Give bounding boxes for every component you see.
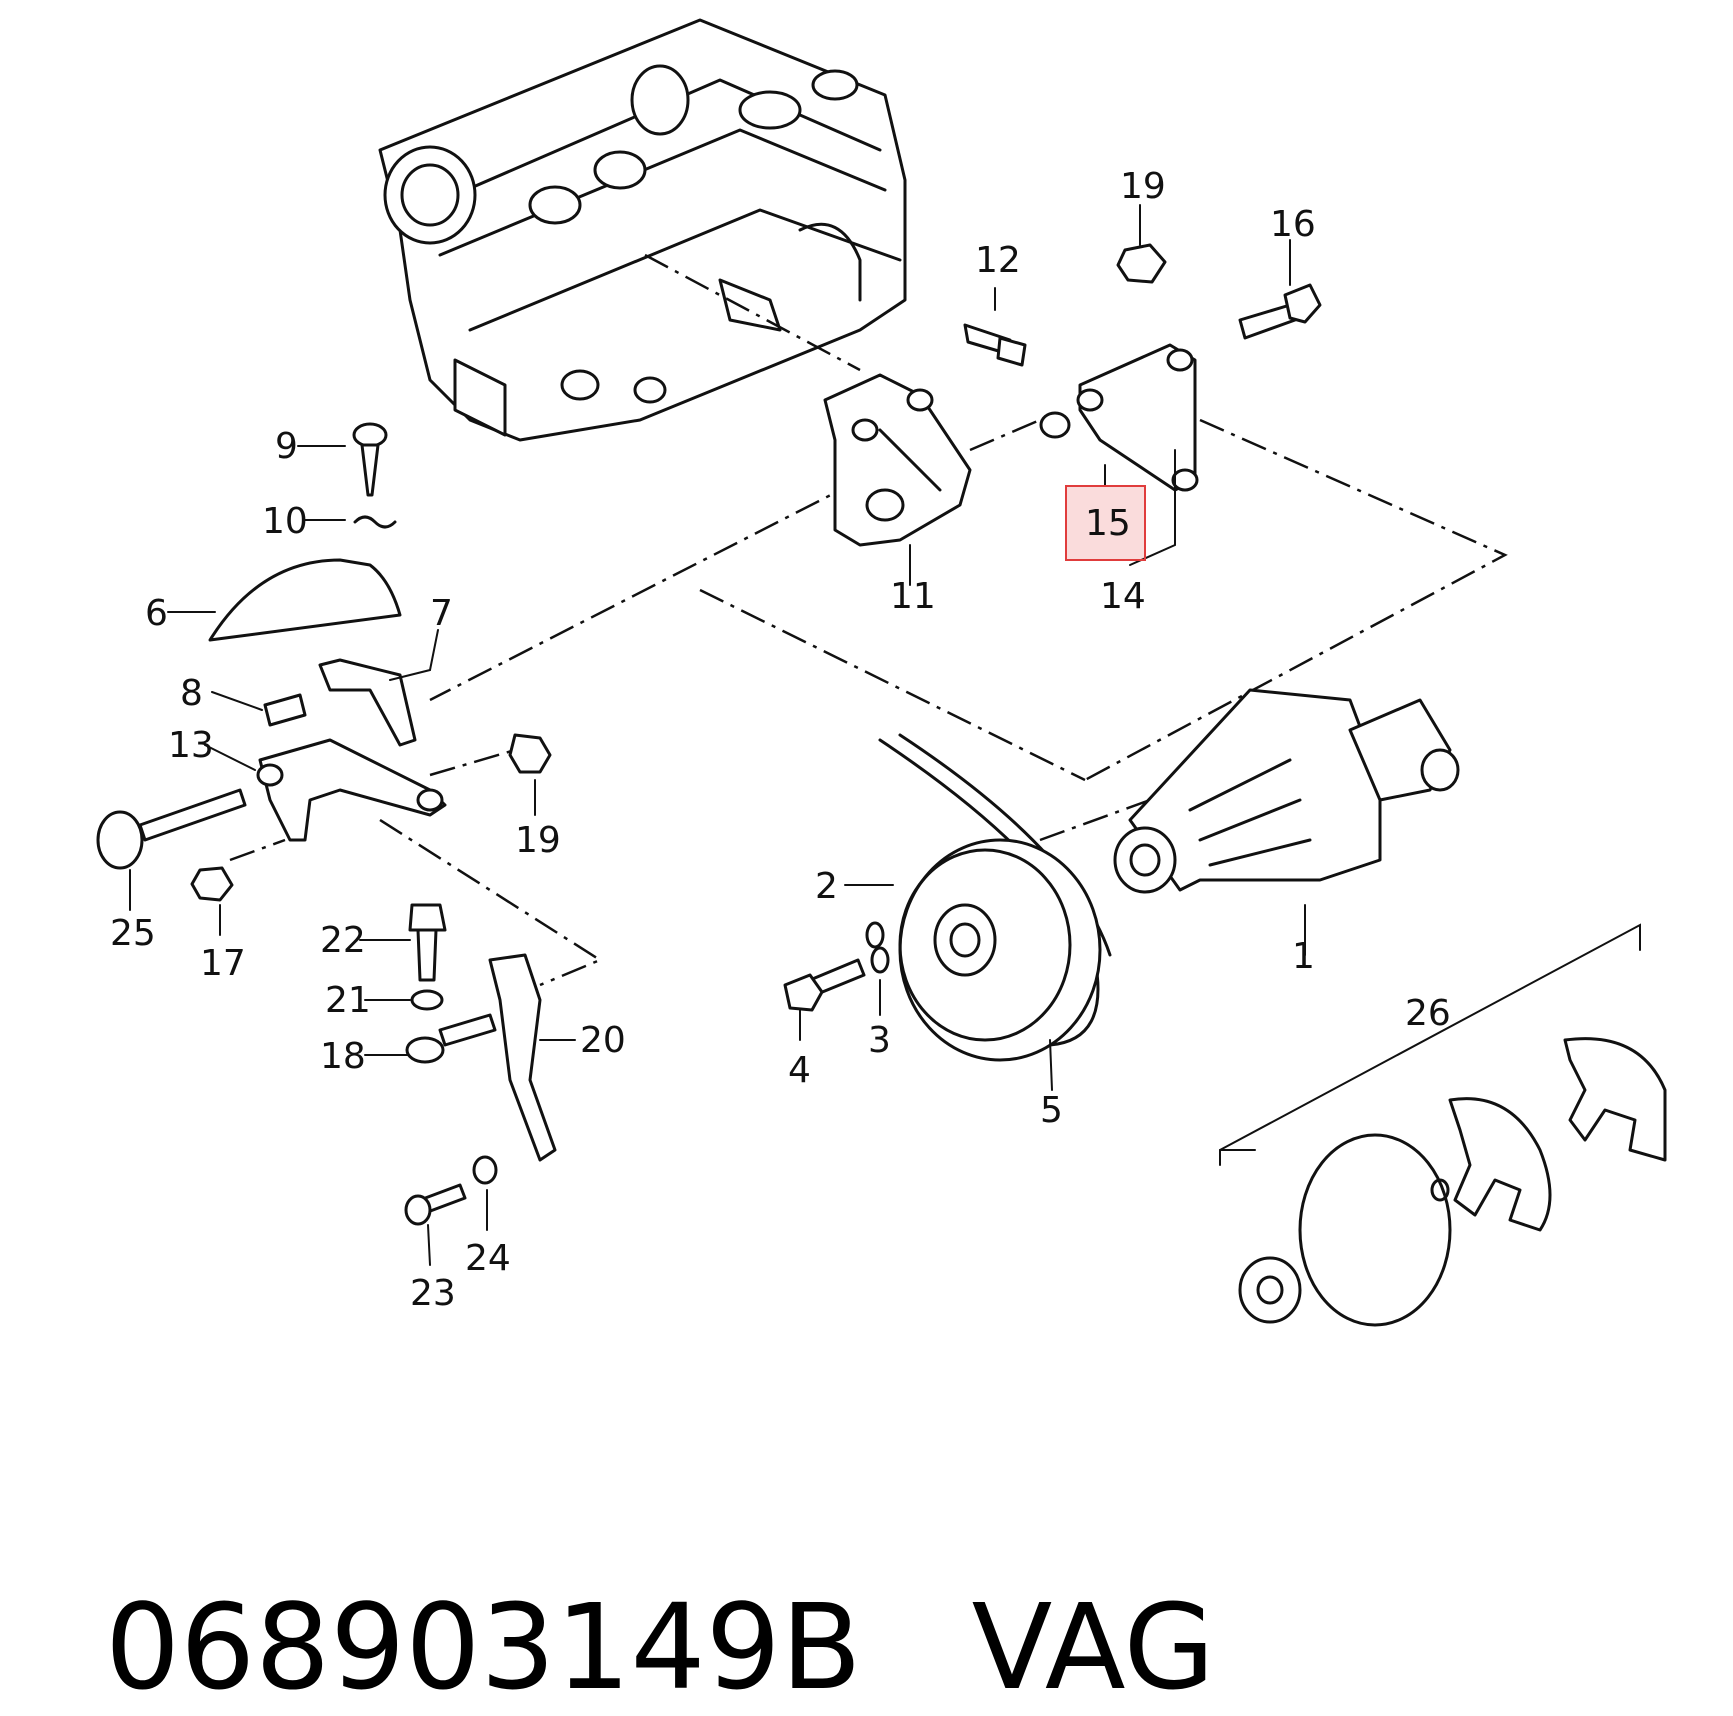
callout-2: 2 [815, 866, 838, 907]
bracket-part-13 [256, 738, 447, 842]
part-number: 068903149B [105, 1578, 862, 1716]
nut-part-17 [190, 866, 234, 902]
callout-leaders [129, 204, 1306, 1266]
callout-24: 24 [465, 1238, 511, 1279]
spacer-part-15 [1039, 411, 1071, 439]
washer-part-21 [410, 989, 444, 1011]
callout-26: 26 [1405, 993, 1451, 1034]
callout-3: 3 [868, 1020, 891, 1061]
callout-13: 13 [168, 725, 214, 766]
bracket-part-14 [1076, 343, 1199, 492]
bolt-part-12 [963, 323, 1027, 367]
callout-22: 22 [320, 920, 366, 961]
callout-7: 7 [430, 593, 453, 634]
nut-part-19-left [508, 733, 552, 774]
callout-5: 5 [1040, 1090, 1063, 1131]
callout-15-highlight [1065, 485, 1146, 561]
callout-23: 23 [410, 1273, 456, 1314]
callout-19-left: 19 [515, 820, 561, 861]
callout-20: 20 [580, 1020, 626, 1061]
water-pump-part-1 [1113, 688, 1460, 894]
callout-9: 9 [275, 426, 298, 467]
bolt-part-18 [405, 1013, 497, 1064]
bolt-part-25 [96, 788, 247, 870]
callout-4: 4 [788, 1050, 811, 1091]
screw-part-9 [352, 422, 388, 497]
callout-6: 6 [145, 593, 168, 634]
nut-part-19-top [1116, 243, 1167, 284]
callout-17: 17 [200, 943, 246, 984]
callout-25: 25 [110, 913, 156, 954]
exploded-parts-diagram: 1 2 3 4 5 6 7 8 9 10 11 12 13 14 15 16 1… [96, 18, 1667, 1327]
callout-1: 1 [1292, 936, 1315, 977]
callout-8: 8 [180, 673, 203, 714]
callout-12: 12 [975, 240, 1021, 281]
gasket-set-part-26 [1219, 923, 1667, 1327]
bracket-part-20 [488, 953, 557, 1162]
pulley-part-2 [898, 838, 1102, 1062]
assembly-lines [229, 253, 1508, 987]
washer-part-3 [865, 921, 890, 974]
callout-16: 16 [1270, 204, 1316, 245]
callout-11: 11 [890, 576, 936, 617]
bolt-part-23 [404, 1183, 467, 1226]
bracket-part-11 [823, 373, 972, 547]
bolt-part-16 [1238, 283, 1322, 340]
washer-part-24 [472, 1155, 498, 1185]
callout-19-top: 19 [1120, 166, 1166, 207]
bolt-part-4 [783, 958, 866, 1012]
washer-part-10 [353, 515, 397, 529]
cover-part-6 [208, 558, 402, 642]
engine-block [378, 18, 907, 442]
bolt-part-22 [408, 903, 447, 982]
callout-14: 14 [1100, 576, 1146, 617]
callout-10: 10 [262, 501, 308, 542]
brand-name: VAG [971, 1578, 1215, 1716]
clip-part-8 [263, 693, 307, 727]
callout-labels: 1 2 3 4 5 6 7 8 9 10 11 12 13 14 15 16 1… [110, 166, 1451, 1314]
bracket-part-7 [318, 658, 417, 747]
callout-21: 21 [325, 980, 371, 1021]
callout-15: 15 [1085, 503, 1131, 544]
callout-18: 18 [320, 1036, 366, 1077]
